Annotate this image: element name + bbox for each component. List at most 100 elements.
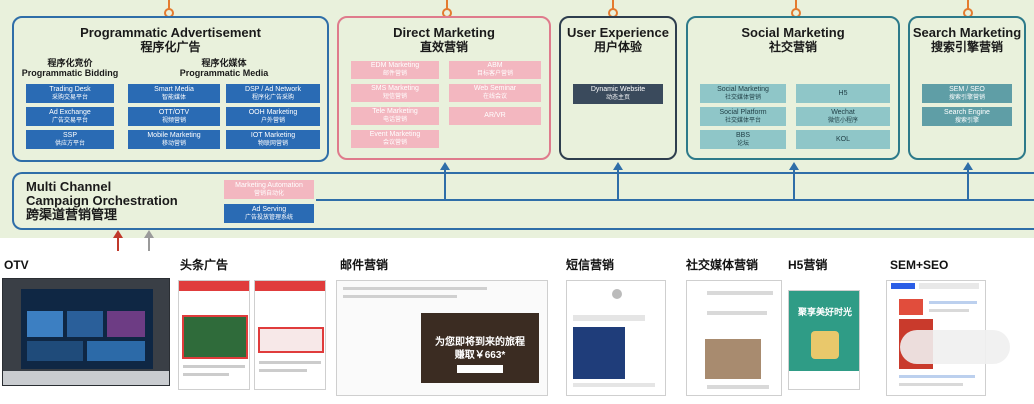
tile-marketing-automation: Marketing Automation 营销自动化 <box>224 180 314 199</box>
label-en: Programmatic Bidding <box>21 68 119 78</box>
tile-cn: 动态主页 <box>605 95 630 101</box>
label-toutiao: 头条广告 <box>180 258 229 272</box>
user-experience-section: User Experience 用户体验 Dynamic Website 动态主… <box>559 16 677 160</box>
tile-en: Ad Exchange <box>49 108 91 116</box>
title-line1: Multi Channel <box>26 179 112 194</box>
tv-stand <box>3 371 169 385</box>
tile-cn: 广告交易平台 <box>51 117 88 124</box>
arrow-up-icon <box>613 162 623 170</box>
tv-tile <box>27 311 63 337</box>
tile-web-seminar: Web Seminar 在线会议 <box>449 84 541 102</box>
tile-mobile-marketing: Mobile Marketing 移动营销 <box>128 130 220 149</box>
tile-cn: 程序化广告采购 <box>251 94 294 101</box>
label-email: 邮件营销 <box>340 258 389 272</box>
tile-cn: 在线会议 <box>482 94 507 100</box>
tile-en: EDM Marketing <box>370 62 420 69</box>
feed-line <box>707 291 773 295</box>
tile-en: Dynamic Website <box>590 86 646 93</box>
tile-sem-seo: SEM / SEO 搜索引擎营销 <box>922 84 1012 103</box>
title-en: Direct Marketing <box>393 25 495 40</box>
tile-kol: KOL <box>796 130 890 149</box>
tile-cn: 物联网营销 <box>257 140 288 147</box>
tile-cn: 会议营销 <box>382 140 407 146</box>
feed-line <box>707 311 767 315</box>
sms-line <box>573 315 645 321</box>
sem-ad-block <box>899 299 923 315</box>
tile-cn: 营销自动化 <box>253 190 284 197</box>
tile-en: SMS Marketing <box>371 85 419 92</box>
tile-en: OOH Marketing <box>248 108 298 116</box>
tv-tile <box>107 311 145 337</box>
tile-ooh-marketing: OOH Marketing 户外营销 <box>226 107 320 126</box>
search-bar <box>919 283 979 289</box>
tile-en: Wechat <box>831 108 855 116</box>
title-en: User Experience <box>567 25 669 40</box>
h5-cn-text: 聚享美好时光 <box>797 307 852 317</box>
phone-header <box>179 281 249 291</box>
label-sms: 短信营销 <box>566 258 615 272</box>
tile-en: Tele Marketing <box>372 108 418 115</box>
tile-en: H5 <box>838 89 848 97</box>
arrow-shaft <box>148 237 150 251</box>
section-title: Social Marketing 社交营销 <box>688 25 898 55</box>
label-en: Programmatic Media <box>179 68 269 78</box>
news-line <box>183 373 229 376</box>
label-sem-seo: SEM+SEO <box>890 258 949 272</box>
news-ad <box>258 327 324 353</box>
tile-smart-media: Smart Media 智能媒体 <box>128 84 220 103</box>
social-media-thumbnail <box>686 280 782 396</box>
email-cn-text-1: 为您即将到来的旅程 <box>435 337 525 348</box>
tv-screen <box>21 289 153 369</box>
avatar <box>612 289 622 299</box>
result-line <box>929 309 969 312</box>
tile-edm-marketing: EDM Marketing 邮件营销 <box>351 61 439 79</box>
tile-ssp: SSP 供应方平台 <box>26 130 114 149</box>
tile-cn: 邮件营销 <box>382 71 407 77</box>
tile-en: Social Platform <box>719 108 767 116</box>
title-cn: 用户体验 <box>593 40 642 54</box>
social-marketing-section: Social Marketing 社交营销 Social Marketing 社… <box>686 16 900 160</box>
tile-cn: 论坛 <box>736 140 749 147</box>
tile-dynamic-website: Dynamic Website 动态主页 <box>573 84 663 104</box>
tile-ar-vr: AR/VR <box>449 107 541 125</box>
connector-stem <box>795 0 797 10</box>
email-thumbnail: 为您即将到来的旅程 赚取￥663* <box>336 280 548 396</box>
tv-tile <box>27 341 83 361</box>
email-cn-text-2: 赚取￥663* <box>454 350 506 361</box>
title-cn: 跨渠道营销管理 <box>26 207 118 222</box>
result-line <box>929 301 977 304</box>
connector-stem <box>612 0 614 10</box>
arrow-shaft <box>117 237 119 251</box>
news-line <box>259 361 321 364</box>
tile-cn: 采购交易平台 <box>51 94 88 101</box>
title-cn: 社交营销 <box>768 40 817 54</box>
tile-en: Mobile Marketing <box>147 131 201 139</box>
tile-cn: 短信营销 <box>382 94 407 100</box>
tile-cn: 视频营销 <box>161 117 186 124</box>
email-header-line <box>343 295 457 298</box>
tile-cn: 社交媒体营销 <box>724 94 761 101</box>
tile-search-engine: Search Engine 搜索引擎 <box>922 107 1012 126</box>
tile-iot-marketing: IOT Marketing 物联网营销 <box>226 130 320 149</box>
label-cn: 程序化媒体 <box>201 58 247 68</box>
tile-cn: 搜索引擎营销 <box>948 94 985 101</box>
tile-trading-desk: Trading Desk 采购交易平台 <box>26 84 114 103</box>
tile-ott-otv: OTT/OTV 视频营销 <box>128 107 220 126</box>
label-h5: H5营销 <box>788 258 828 272</box>
tile-en: ABM <box>487 62 503 69</box>
tile-en: SEM / SEO <box>949 85 985 93</box>
tile-en: Ad Serving <box>251 205 287 213</box>
title-cn: 直效营销 <box>419 40 468 54</box>
section-title: User Experience 用户体验 <box>561 25 675 55</box>
connector-stem <box>967 0 969 10</box>
toutiao-phone-thumbnail <box>178 280 250 390</box>
title-cn: 程序化广告 <box>140 40 201 54</box>
direct-marketing-section: Direct Marketing 直效营销 EDM Marketing 邮件营销… <box>337 16 551 160</box>
arrow-up-icon <box>789 162 799 170</box>
feed-line <box>707 385 769 389</box>
tile-dsp-ad-network: DSP / Ad Network 程序化广告采购 <box>226 84 320 103</box>
tile-en: Trading Desk <box>49 85 91 93</box>
gift-box-icon <box>811 331 839 359</box>
phone-header <box>255 281 325 291</box>
tv-tile <box>67 311 103 337</box>
